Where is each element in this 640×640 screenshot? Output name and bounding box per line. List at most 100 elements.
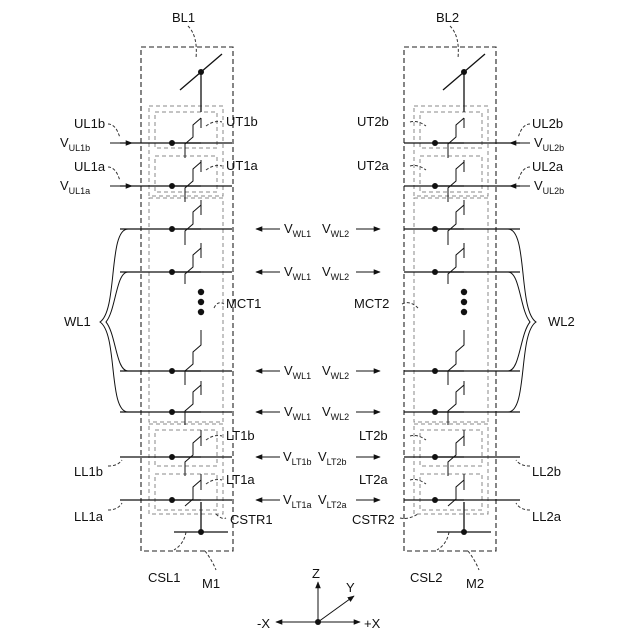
csl1-leader [174,532,186,550]
transistor-cell-4-left [169,381,201,425]
transistor-ut1b [169,118,201,158]
voltage-vwl1-4: VWL1 [284,404,311,422]
module-left [141,47,233,570]
voltage-labels: VUL1b VUL1a VUL2b VUL2b VWL1 VWL1 VWL1 V… [60,135,564,510]
gate-lines-right [404,143,520,500]
transistor-column-left [169,118,204,506]
voltage-vul2b: VUL2b [534,135,564,153]
label-wl2: WL2 [548,314,575,329]
label-ul2b: UL2b [532,116,563,131]
m1-leader [205,551,216,570]
transistor-cell-2-right [432,243,464,284]
bl2-leader [450,26,458,58]
label-mct2: MCT2 [354,296,389,311]
label-wl1: WL1 [64,314,91,329]
bl1-leader [188,26,196,58]
transistor-lt1a [169,474,201,506]
label-csl2: CSL2 [410,570,443,585]
voltage-vlt2b: VLT2b [318,449,347,467]
voltage-vlt2a: VLT2a [318,492,347,510]
label-ul1a: UL1a [74,159,106,174]
voltage-vwl2-2: VWL2 [322,264,349,282]
axis-origin [315,619,321,625]
transistor-cell-1-left [169,200,201,245]
transistor-cell-4-right [432,381,464,425]
voltage-vul2a: VUL2b [534,178,564,196]
label-cstr1: CSTR1 [230,512,273,527]
label-ut2a: UT2a [357,158,390,173]
lower-transistor-box-lt2b [420,430,482,466]
voltage-vlt1b: VLT1b [283,449,312,467]
axis-y [318,596,354,622]
transistor-lt1b [169,430,201,476]
label-lt2a: LT2a [359,472,388,487]
gate-lines-left [120,143,232,500]
word-line-brace-right [508,229,536,412]
transistor-cell-1-right [432,200,464,245]
voltage-vwl2-1: VWL2 [322,221,349,239]
label-ll1a: LL1a [74,509,104,524]
transistor-cell-2-left [169,243,201,284]
ut1b-leader [206,122,222,127]
label-ut1b: UT1b [226,114,258,129]
label-m2: M2 [466,576,484,591]
voltage-vul1b: VUL1b [60,135,90,153]
cstr1-leader [216,514,226,519]
ut2b-leader [410,122,426,127]
label-ll1b: LL1b [74,464,103,479]
label-ll2b: LL2b [532,464,561,479]
cell-transistor-group-right [414,198,488,422]
upper-transistor-group-right [414,106,488,196]
ul2b-leader [518,124,530,138]
lt2a-leader [410,480,426,485]
transistor-lt2a [432,474,464,506]
axis-label-x-neg: -X [257,616,270,631]
lower-transistor-box-lt2a [420,474,482,510]
cell-continuation-dots-right [461,289,467,315]
voltage-vwl1-2: VWL1 [284,264,311,282]
label-ll2a: LL2a [532,509,562,524]
transistor-lt2b [432,430,464,476]
word-line-brace-left-inner [106,272,128,371]
label-lt2b: LT2b [359,428,388,443]
ll1a-leader [108,503,122,510]
ul1a-leader [108,167,120,181]
ul2a-leader [518,167,530,181]
cstr2-leader [400,514,418,519]
label-ut2b: UT2b [357,114,389,129]
voltage-vul1a: VUL1a [60,178,90,196]
voltage-vlt1a: VLT1a [283,492,312,510]
upper-transistor-group-left [149,106,223,196]
transistor-cell-3-left [169,330,201,385]
ll2a-leader [516,503,530,510]
cell-transistor-group-left [149,198,223,422]
label-lt1b: LT1b [226,428,255,443]
label-bl1: BL1 [172,10,195,25]
label-mct1: MCT1 [226,296,261,311]
label-bl2: BL2 [436,10,459,25]
ul1b-leader [108,124,120,138]
voltage-vwl2-3: VWL2 [322,363,349,381]
csl2-leader [437,532,449,550]
lt2b-leader [410,436,426,441]
label-ut1a: UT1a [226,158,259,173]
axis-label-x-pos: +X [364,616,381,631]
m2-leader [468,551,479,570]
lt1b-leader [206,436,222,441]
voltage-arrows [110,143,530,500]
lt1a-leader [206,480,222,485]
voltage-vwl2-4: VWL2 [322,404,349,422]
word-line-brace-left [100,229,128,412]
word-line-brace-right-inner [508,272,530,371]
module-right [404,47,496,570]
transistor-cell-3-right [432,330,464,385]
ll2b-leader [516,460,530,466]
transistor-ut2b [432,118,464,158]
label-ul2a: UL2a [532,159,564,174]
label-csl1: CSL1 [148,570,181,585]
label-m1: M1 [202,576,220,591]
ut2a-leader [410,166,426,171]
label-ul1b: UL1b [74,116,105,131]
labels-left: BL1 UL1b UL1a UT1b UT1a MCT1 WL1 LT1b LT… [64,10,273,591]
